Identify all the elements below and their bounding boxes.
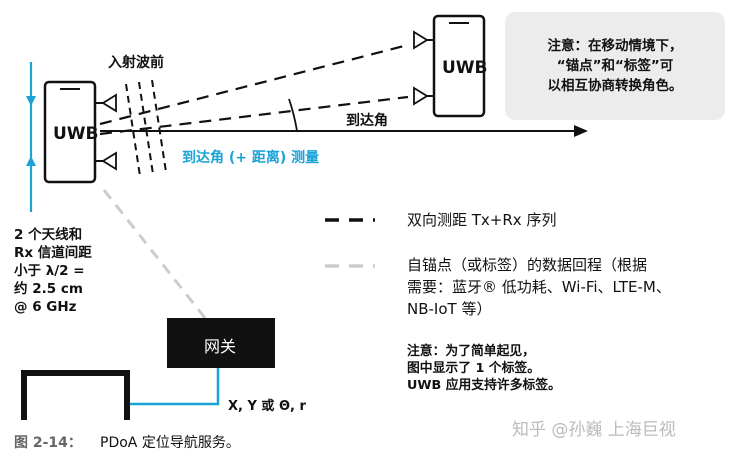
left-antenna-top	[95, 93, 117, 113]
antenna-spacing-indicator	[26, 62, 36, 212]
callout-note-box	[505, 12, 725, 120]
angle-of-arrival-label: 到达角	[346, 113, 388, 129]
right-antenna-top	[413, 30, 434, 50]
legend-backhaul-label: 自锚点（或标签）的数据回程（根据 需要：蓝牙® 低功耗、Wi-Fi、LTE-M、…	[407, 256, 671, 318]
ranging-rays	[99, 43, 409, 136]
callout-note-text: 注意：在移动情境下， “锚点”和“标签”可 以相互协商转换角色。	[547, 38, 683, 94]
angle-of-arrival-arrow	[100, 125, 588, 137]
gateway-box	[167, 318, 275, 368]
incident-wavefront-lines	[125, 79, 167, 177]
bottom-note: 注意：为了简单起见， 图中显示了 1 个标签。 UWB 应用支持许多标签。	[407, 344, 561, 393]
legend-twr-label: 双向测距 Tx+Rx 序列	[407, 211, 557, 229]
server-outline	[21, 370, 130, 420]
left-uwb-label: UWB	[53, 124, 99, 144]
figure-label: 图 2-14：	[14, 435, 82, 451]
incident-wavefront-label: 入射波前	[108, 55, 164, 71]
backhaul-dashed-line	[102, 189, 207, 319]
right-uwb-device	[432, 14, 486, 118]
watermark: 知乎 @孙巍 上海巨视	[512, 420, 676, 440]
angle-arc	[288, 98, 298, 132]
aoa-range-label: 到达角 (+ 距离) 测量	[182, 150, 320, 166]
figure-caption: PDoA 定位导航服务。	[100, 435, 240, 451]
antenna-spacing-note: 2 个天线和 Rx 信道间距 小于 λ/2 = 约 2.5 cm @ 6 GHz	[14, 227, 92, 315]
gateway-label: 网关	[204, 337, 237, 356]
gateway-output-label: X, Y 或 Θ, r	[228, 399, 306, 414]
right-antenna-bottom	[413, 86, 434, 106]
left-uwb-device	[43, 80, 97, 184]
right-uwb-label: UWB	[442, 58, 488, 78]
left-antenna-bottom	[95, 151, 117, 171]
gateway-connector	[127, 368, 220, 406]
